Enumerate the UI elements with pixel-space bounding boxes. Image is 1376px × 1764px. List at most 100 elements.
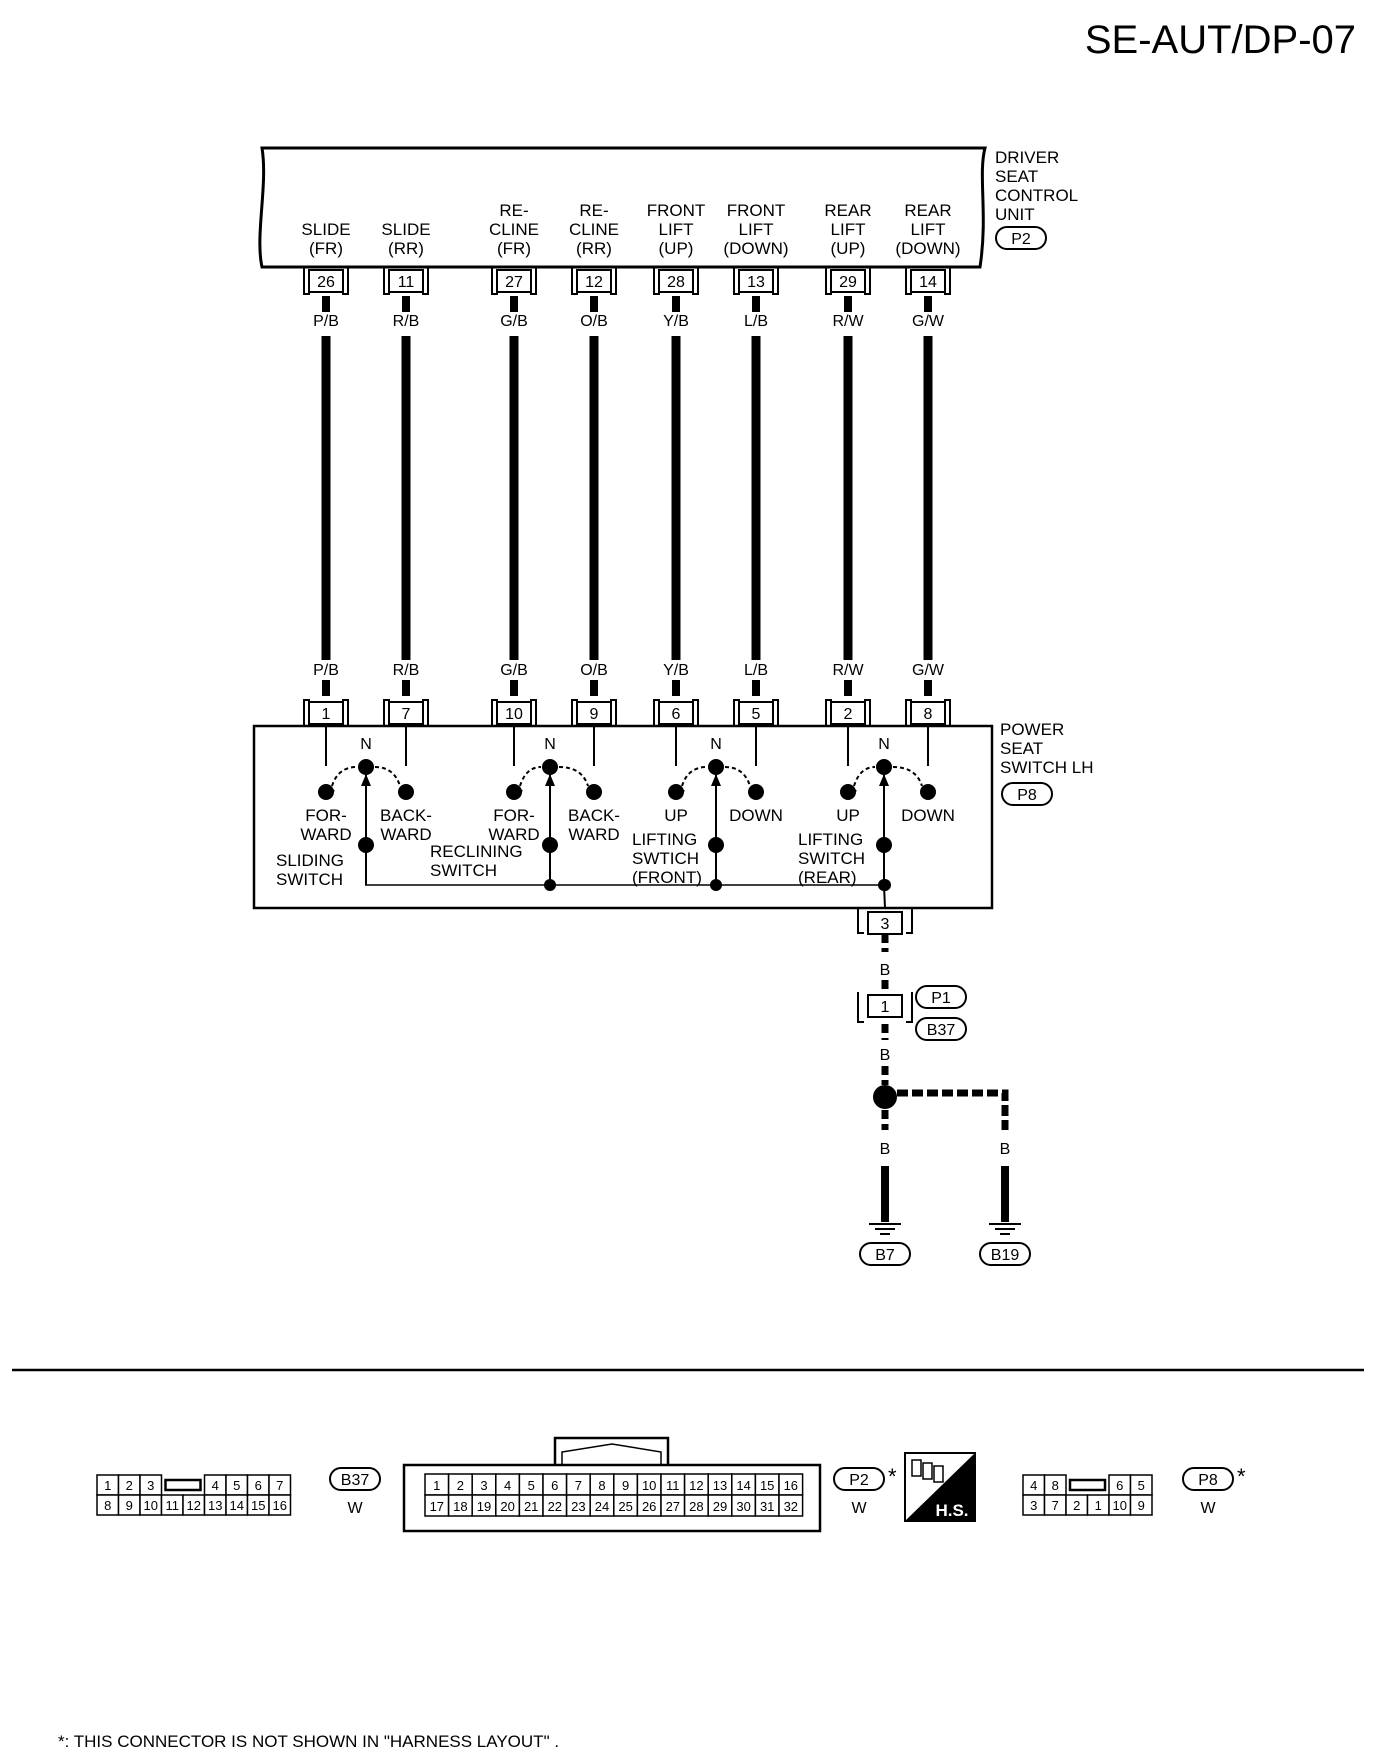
terminal-box [910, 701, 946, 725]
wire-color-label: R/W [832, 662, 864, 679]
connector-bracket [944, 699, 951, 726]
connector-id: P2 [849, 1472, 869, 1489]
switch-groups: NFOR-WARDBACK-WARDSLIDINGSWITCHNFOR-WARD… [276, 736, 955, 909]
connector-cell-number: 5 [233, 1478, 240, 1493]
terminal-label: (DOWN) [723, 239, 788, 258]
switch-contact [920, 784, 936, 800]
connector-id: P8 [1198, 1472, 1218, 1489]
terminal-box [496, 701, 532, 725]
terminal-label: FRONT [647, 201, 706, 220]
connector-cell-number: 14 [736, 1478, 750, 1493]
terminal-label: LIFT [831, 220, 866, 239]
switch-travel-arc [724, 766, 751, 787]
terminal-label: (RR) [388, 239, 424, 258]
arrow-head [676, 786, 685, 796]
connector-bracket [530, 268, 537, 295]
connector-cell-number: 31 [760, 1499, 774, 1514]
switch-neutral-contact [542, 759, 558, 775]
connector-cell-number: 18 [453, 1499, 467, 1514]
wire-color-label: R/B [393, 662, 420, 679]
connector-bracket [653, 699, 660, 726]
connector-bracket [422, 699, 429, 726]
connector-bracket [733, 699, 740, 726]
ground-wire-color: B [880, 1141, 891, 1158]
ground-wire-color: B [880, 1047, 891, 1064]
connector-cell-number: 10 [642, 1478, 656, 1493]
arrow-head [361, 774, 371, 786]
wire-color-label: R/W [832, 313, 864, 330]
connector-cell-number: 9 [126, 1498, 133, 1513]
terminal-label: (FR) [497, 239, 531, 258]
connector-cell-number: 1 [104, 1478, 111, 1493]
switch-name-label: SWTICH [632, 849, 699, 868]
terminal-label: RE- [579, 201, 608, 220]
connector-cell-number: 11 [166, 1498, 180, 1513]
connector-cell-number: 25 [618, 1499, 632, 1514]
terminal-label: SLIDE [381, 220, 430, 239]
connector-bracket [491, 699, 498, 726]
switch-travel-arc [892, 766, 923, 787]
terminal-pin-number: 27 [505, 274, 523, 291]
switch-contact [586, 784, 602, 800]
connector-cell-number: 5 [528, 1478, 535, 1493]
connector-bracket [733, 268, 740, 295]
connector-bracket [825, 268, 832, 295]
switch-neutral-contact [358, 759, 374, 775]
switch-position-label: WARD [300, 825, 351, 844]
switch-position-label: UP [664, 806, 688, 825]
connector-cell-number: 6 [255, 1478, 262, 1493]
switch-travel-arc [519, 766, 542, 787]
terminal-pin-number: 11 [398, 274, 415, 291]
terminal-label: REAR [824, 201, 871, 220]
terminal-pin-number: 6 [672, 706, 681, 723]
wire-color-label: G/B [500, 662, 528, 679]
arrow-head [545, 774, 555, 786]
hs-label: H.S. [935, 1501, 968, 1520]
ground-point-id: B7 [875, 1247, 895, 1264]
switch-name-label: LIFTING [632, 830, 697, 849]
page-title: SE-AUT/DP-07 [1084, 18, 1356, 62]
switch-travel-arc [331, 766, 358, 787]
connector-bracket [610, 268, 617, 295]
switch-position-label: WARD [380, 825, 431, 844]
terminal-box [496, 269, 532, 293]
connector-cell-number: 16 [784, 1478, 798, 1493]
connector-cell-number: 3 [147, 1478, 154, 1493]
terminal-box [576, 701, 612, 725]
connector-latch [561, 1443, 662, 1465]
switch-pivot [542, 837, 558, 853]
terminal-box [308, 701, 344, 725]
connector-bracket [905, 268, 912, 295]
terminal-label: (RR) [576, 239, 612, 258]
seat-switch-name-line: SWITCH LH [1000, 758, 1094, 777]
connector-cell-number: 7 [276, 1478, 283, 1493]
connector-cell-number: 19 [477, 1499, 491, 1514]
connector-cell-number: 15 [251, 1498, 265, 1513]
connector-cell-number: 2 [457, 1478, 464, 1493]
connector-cell-number: 12 [187, 1498, 201, 1513]
switch-travel-arc [853, 766, 876, 787]
terminal-label: LIFT [911, 220, 946, 239]
terminal-label: (UP) [831, 239, 866, 258]
terminal-box [738, 701, 774, 725]
ground-path: 3 B 1 P1 B37 B B B B7 B19 [857, 908, 1031, 1266]
connector-bracket [772, 268, 779, 295]
connector-cell-number: 12 [689, 1478, 703, 1493]
terminal-pin-number: 26 [317, 274, 335, 291]
connector-cell-number: 7 [575, 1478, 582, 1493]
terminal-box [388, 701, 424, 725]
connector-cell-number: 17 [430, 1499, 444, 1514]
footnote: *: THIS CONNECTOR IS NOT SHOWN IN "HARNE… [58, 1732, 560, 1751]
connector-cell-number: 13 [713, 1478, 727, 1493]
wire-color-label: G/W [912, 313, 945, 330]
switch-position-label: UP [836, 806, 860, 825]
switch-position-label: BACK- [568, 806, 620, 825]
wire-color-label: L/B [744, 662, 768, 679]
connector-key [1068, 1478, 1107, 1492]
connector-bracket [944, 268, 951, 295]
connector-key [164, 1478, 202, 1492]
switch-position-label: WARD [568, 825, 619, 844]
connector-cell-number: 28 [689, 1499, 703, 1514]
switch-name-label: SLIDING [276, 851, 344, 870]
